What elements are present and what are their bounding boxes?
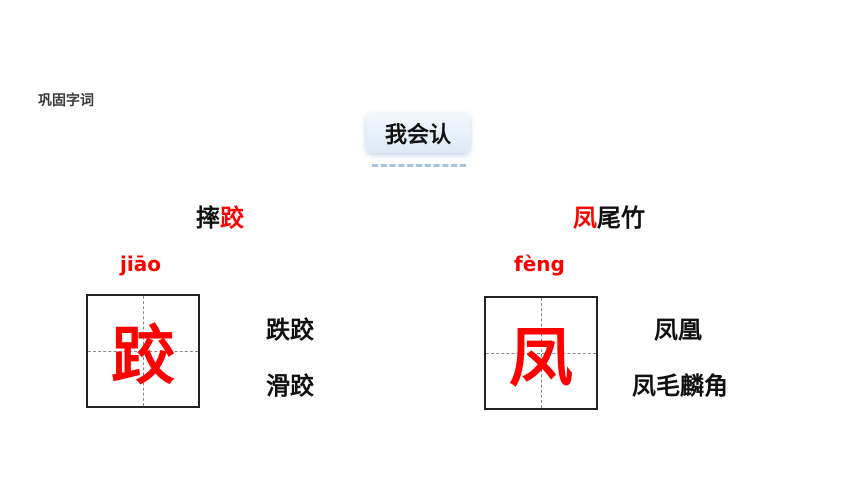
word-2-2: 凤毛麟角 [632,372,728,400]
word-1-2: 滑跤 [266,372,314,400]
phrase-2: 凤尾竹 [573,198,645,233]
phrase-1-highlight: 跤 [220,204,244,232]
title-text: 我会认 [384,123,451,148]
phrase-2-highlight: 凤 [573,204,597,232]
pinyin-2: fèng [514,252,565,276]
phrase-1: 摔跤 [196,198,244,233]
character-1: 跤 [111,320,175,394]
title-underline-divider [372,164,466,167]
grid-guide-horizontal [88,351,198,352]
pinyin-1: jiāo [120,252,161,276]
phrase-1-prefix: 摔 [196,204,220,232]
section-label: 巩固字词 [38,93,94,109]
phrase-2-suffix: 尾竹 [597,204,645,232]
character-2: 凤 [509,322,573,396]
grid-guide-horizontal [486,353,596,354]
title-badge: 我会认 [366,113,470,153]
word-1-1: 跌跤 [266,316,314,344]
character-grid-2: 凤 [484,296,598,410]
character-grid-1: 跤 [86,294,200,408]
word-2-1: 凤凰 [654,316,702,344]
